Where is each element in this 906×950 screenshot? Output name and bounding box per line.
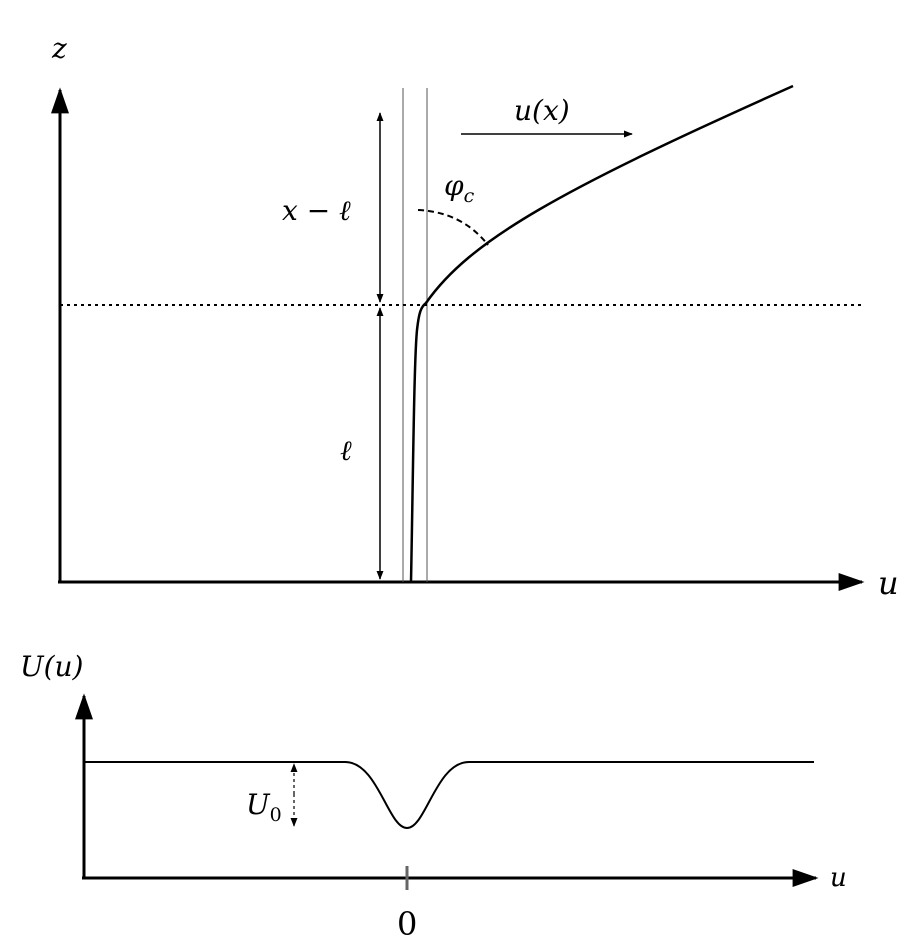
origin-tick-label: 0 xyxy=(397,905,417,943)
upper-length-label: x − ℓ xyxy=(282,194,351,227)
potential-curve xyxy=(84,761,814,830)
angle-label-subscript: c xyxy=(464,185,475,207)
z-axis-label: z xyxy=(51,32,67,65)
lower-length-label: ℓ xyxy=(340,434,352,467)
top-panel: z u x − ℓ ℓ u(x) φc xyxy=(51,32,899,602)
u-axis-label: u xyxy=(878,564,899,602)
line-profile-curve xyxy=(409,84,794,583)
angle-label: φc xyxy=(444,169,475,207)
angle-arc xyxy=(417,209,489,246)
bottom-u-axis-label: u xyxy=(830,863,847,893)
displacement-label: u(x) xyxy=(514,94,570,127)
angle-label-base: φ xyxy=(444,169,464,202)
well-depth-label: U0 xyxy=(246,788,282,826)
bottom-panel: U(u) u U0 0 xyxy=(20,650,847,943)
well-depth-label-base: U xyxy=(246,788,271,821)
well-depth-label-subscript: 0 xyxy=(270,804,282,826)
potential-axis-label: U(u) xyxy=(20,650,83,683)
